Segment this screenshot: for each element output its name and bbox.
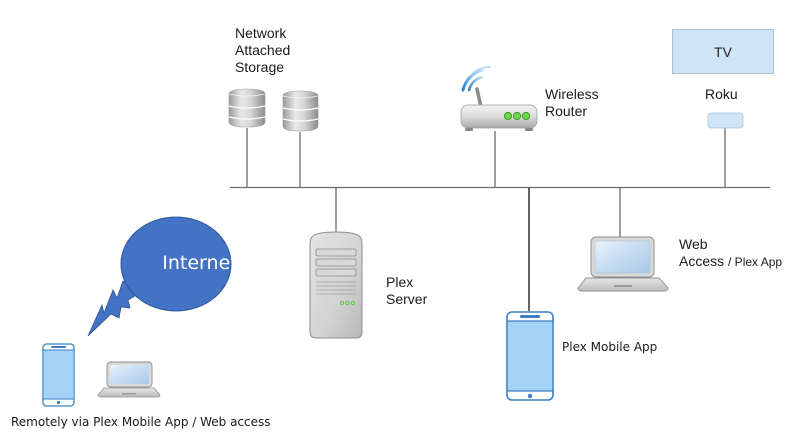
remote-smartphone-icon: [42, 343, 75, 407]
laptop-label-line2: Access: [679, 253, 725, 269]
mobile-label: Plex Mobile App: [562, 340, 658, 354]
router-led-icon: [512, 111, 522, 121]
server-label-line1: Plex: [386, 274, 414, 290]
server-tower-icon: [309, 231, 363, 339]
router-led-icon: [503, 111, 513, 121]
remote-laptop-icon: [97, 361, 161, 398]
internet-cloud: [87, 216, 232, 337]
server-label-line2: Server: [386, 291, 428, 307]
laptop-label: Web Access / Plex App: [679, 236, 782, 271]
laptop-label-suffix: / Plex App: [728, 255, 783, 269]
wireless-router-icon: [460, 66, 538, 131]
roku-box-icon: [707, 112, 744, 129]
server-led-icon: [345, 300, 350, 306]
nas-label: Network Attached Storage: [235, 25, 290, 76]
laptop-label-line2-wrap: Access / Plex App: [679, 253, 782, 271]
laptop-icon: [577, 236, 669, 292]
network-bus: [230, 128, 770, 311]
internet-label: Internet: [162, 252, 238, 274]
nas-label-line2: Attached: [235, 42, 291, 58]
remote-label: Remotely via Plex Mobile App / Web acces…: [11, 415, 271, 429]
nas-database-icon: [228, 88, 266, 128]
router-label-line1: Wireless: [545, 86, 599, 102]
server-led-icon: [350, 300, 356, 306]
router-label-line2: Router: [545, 103, 588, 119]
roku-label: Roku: [705, 86, 738, 102]
nas-label-line1: Network: [235, 25, 287, 41]
router-label: Wireless Router: [545, 86, 599, 120]
nas-database-icon: [282, 90, 319, 132]
server-led-icon: [339, 300, 345, 306]
tv-box: TV: [672, 29, 774, 74]
server-label: Plex Server: [386, 274, 427, 308]
router-led-icon: [521, 111, 531, 121]
nas-label-line3: Storage: [235, 59, 285, 75]
tv-label: TV: [714, 43, 732, 60]
smartphone-icon: [506, 311, 554, 401]
laptop-label-line1: Web: [679, 236, 708, 252]
